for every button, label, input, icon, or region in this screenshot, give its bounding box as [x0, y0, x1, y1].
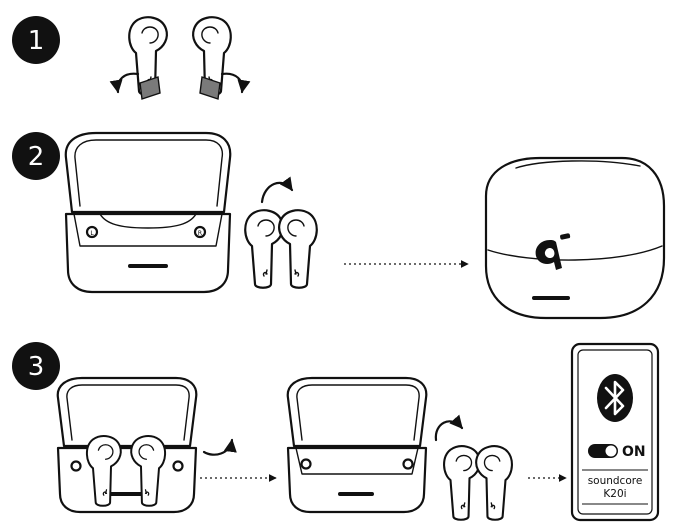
case-right-slot-mark	[193, 225, 207, 239]
device-brand-label[interactable]: soundcore	[588, 475, 643, 487]
step-2-closed-case	[484, 156, 666, 320]
phone-screen: ON soundcore K20i	[570, 342, 660, 522]
step-1-badge: 1	[12, 16, 60, 64]
step-3-empty-case	[286, 376, 428, 514]
step-2-number: 2	[28, 142, 45, 172]
bluetooth-toggle[interactable]	[588, 444, 618, 458]
step-3-earbuds	[443, 445, 513, 521]
step-1-number: 1	[28, 26, 45, 56]
device-model-label[interactable]: K20i	[603, 488, 626, 500]
pull-arrow-left-icon	[109, 72, 140, 94]
step-1-earbuds-with-tabs	[109, 16, 251, 100]
brand-logo-icon	[535, 240, 562, 270]
case-left-slot-mark	[85, 225, 99, 239]
step-3-number: 3	[28, 352, 45, 382]
toggle-state-label: ON	[622, 444, 646, 460]
return-arrow-icon	[260, 176, 294, 204]
step-2-open-case: L R	[64, 131, 232, 294]
pull-arrow-right-icon	[220, 72, 251, 94]
remove-arrow-icon	[202, 438, 237, 456]
step-2-badge: 2	[12, 132, 60, 180]
case-right-mark-label: R	[198, 230, 202, 237]
step-3-badge: 3	[12, 342, 60, 390]
bluetooth-icon	[597, 374, 633, 422]
step-2-earbuds	[244, 209, 318, 289]
right-earbud-icon	[192, 16, 232, 100]
lift-arrow-icon	[434, 414, 464, 442]
left-earbud-icon	[128, 16, 168, 100]
case-left-mark-label: L	[90, 230, 94, 237]
step-3-case-with-buds	[56, 376, 198, 514]
